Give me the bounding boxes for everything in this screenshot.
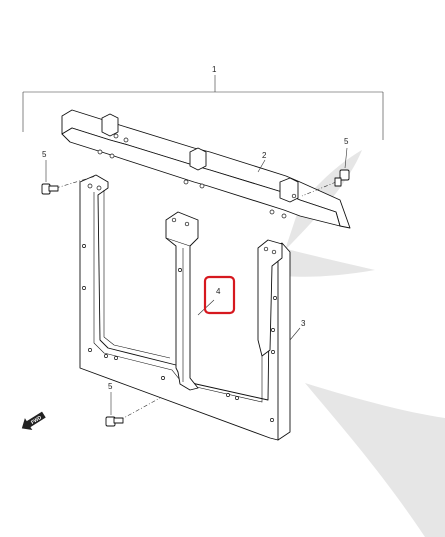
bolt-icon bbox=[334, 169, 350, 187]
leader-2 bbox=[257, 159, 266, 173]
bolt-upper-right bbox=[301, 147, 350, 197]
bolt-icon bbox=[105, 416, 124, 427]
callout-assembly: 1 bbox=[212, 65, 217, 74]
forward-arrow-icon: FWD bbox=[21, 411, 46, 431]
callout-bolt-upper-left: 5 bbox=[42, 150, 47, 159]
assembly-bracket-line bbox=[22, 75, 384, 140]
forward-label: FWD bbox=[30, 415, 43, 426]
center-rib bbox=[165, 211, 199, 391]
callout-highlighted-part: 4 bbox=[216, 287, 221, 296]
highlight-box[interactable] bbox=[203, 275, 236, 315]
callout-bracket: 2 bbox=[262, 151, 267, 160]
bolt-lower bbox=[105, 392, 161, 427]
top-bracket bbox=[61, 109, 351, 229]
leader-3 bbox=[289, 327, 301, 341]
callout-frame: 3 bbox=[301, 319, 306, 328]
callout-bolt-upper-right: 5 bbox=[344, 137, 349, 146]
bolt-upper-left bbox=[41, 160, 97, 195]
bolt-icon bbox=[41, 183, 59, 195]
callout-bolt-lower: 5 bbox=[108, 382, 113, 391]
